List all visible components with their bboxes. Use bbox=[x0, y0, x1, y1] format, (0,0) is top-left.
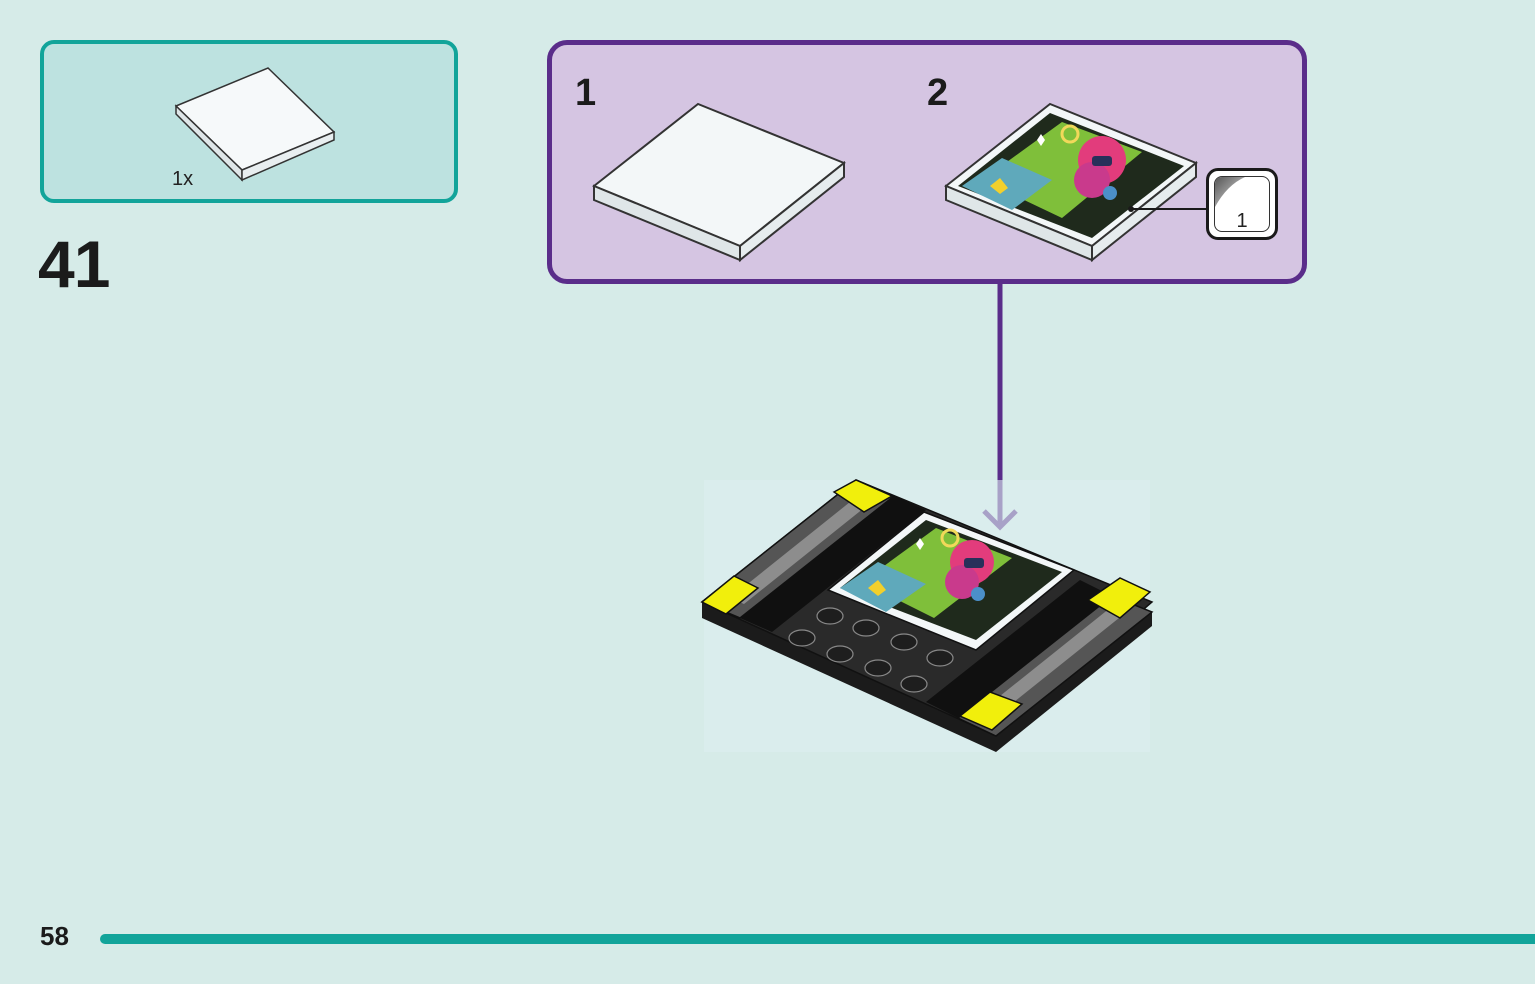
sticker-reference: 1 bbox=[1206, 168, 1278, 240]
sticker-number: 1 bbox=[1236, 210, 1248, 232]
subassembly-callout: 1 2 bbox=[547, 40, 1307, 284]
sticker-leader-line bbox=[1128, 206, 1211, 212]
model-assembly bbox=[700, 479, 1154, 752]
substep-1-number: 1 bbox=[575, 72, 597, 114]
part-quantity: 1x bbox=[172, 168, 194, 190]
page-number: 58 bbox=[40, 921, 69, 951]
step-number: 41 bbox=[38, 227, 110, 301]
white-tile-icon bbox=[592, 102, 846, 263]
substep-2-number: 2 bbox=[927, 72, 949, 114]
sticker-icon bbox=[1214, 176, 1270, 232]
page-footer-bar bbox=[100, 934, 1535, 944]
white-tile-2x2-icon bbox=[174, 67, 336, 182]
sticker-tile-icon bbox=[944, 102, 1198, 263]
parts-callout: 1x bbox=[40, 40, 458, 203]
